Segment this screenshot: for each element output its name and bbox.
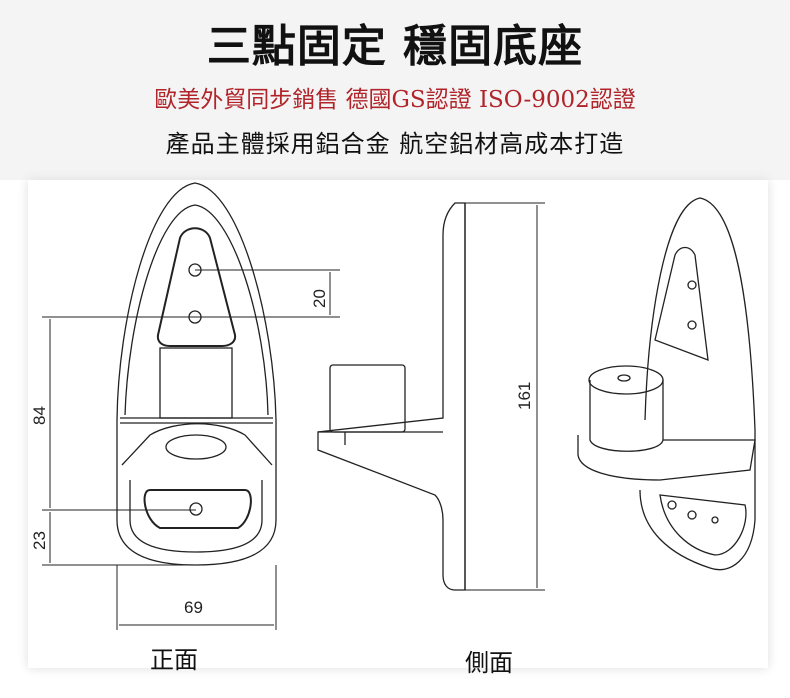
side-view-label: 側面 — [465, 649, 513, 677]
front-view — [116, 182, 277, 566]
header-background — [0, 0, 790, 180]
dim-161: 161 — [515, 382, 534, 410]
diagram-panel — [28, 180, 768, 668]
front-dimensions — [42, 269, 340, 630]
side-view — [317, 202, 545, 591]
page-title: 三點固定 穩固底座 — [206, 21, 584, 72]
dim-20: 20 — [310, 289, 329, 308]
front-view-label: 正面 — [150, 646, 198, 674]
certification-subtitle: 歐美外貿同步銷售 德國GS認證 ISO-9002認證 — [154, 87, 636, 113]
dim-84: 84 — [30, 406, 49, 425]
material-subtitle: 產品主體採用鋁合金 航空鋁材高成本打造 — [165, 130, 625, 158]
dim-23: 23 — [30, 531, 49, 550]
perspective-view — [577, 197, 756, 571]
dim-69: 69 — [184, 598, 203, 617]
